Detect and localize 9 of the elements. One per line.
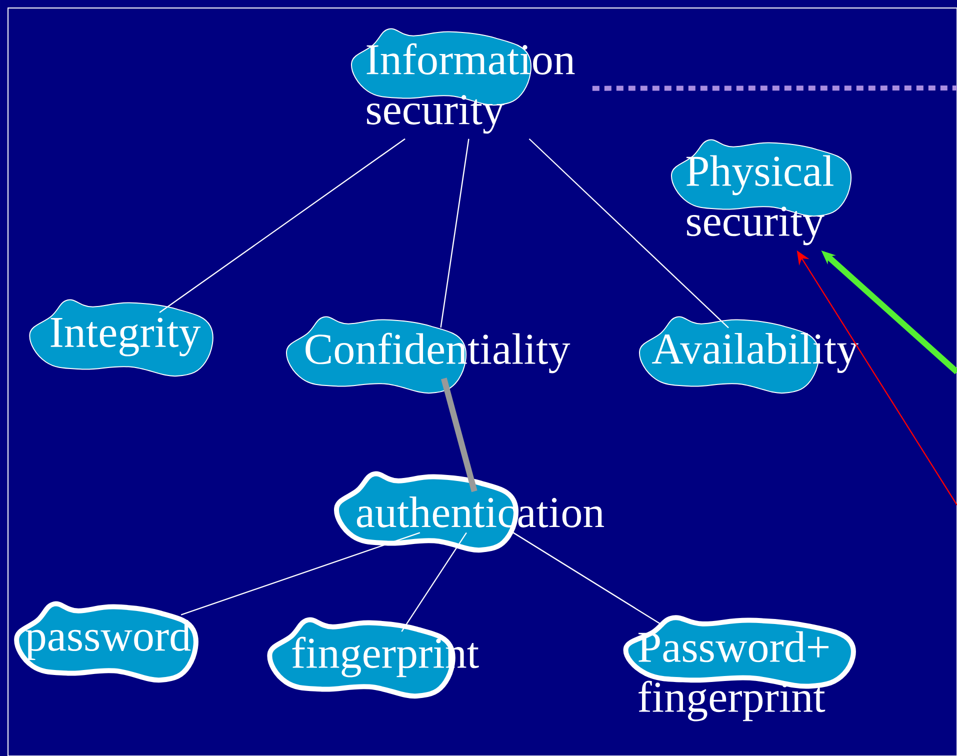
connector-line [440, 138, 470, 328]
connector-line [440, 378, 478, 492]
connector-line [180, 532, 420, 616]
connector-line [401, 532, 467, 632]
connector-line [512, 532, 664, 626]
node-label: fingerprint [638, 680, 826, 722]
connector-line [159, 138, 406, 313]
connector-line [528, 138, 729, 328]
connector-line [592, 86, 957, 91]
